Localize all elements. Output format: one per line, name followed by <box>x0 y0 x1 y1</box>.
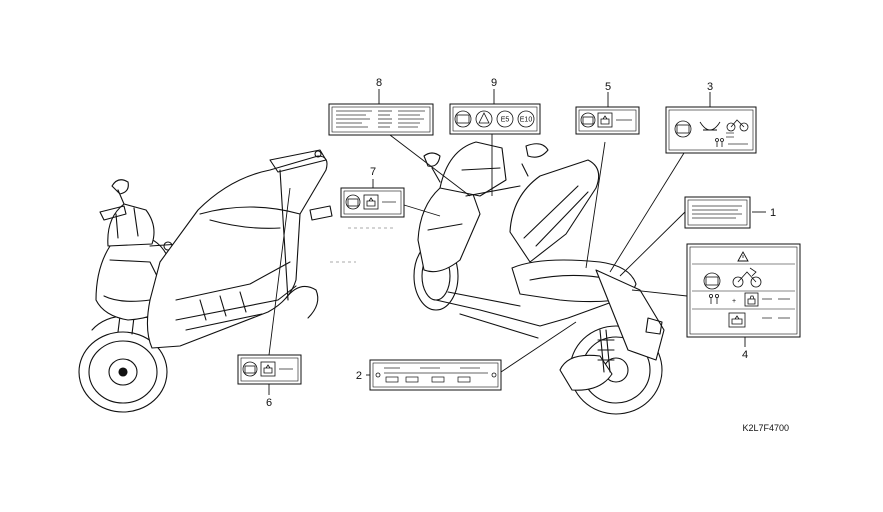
manual-book-icon <box>244 365 256 374</box>
scooter-rear-view <box>413 141 665 415</box>
battery-icon <box>263 364 273 374</box>
tire-pressure-icon <box>699 121 721 131</box>
warning-triangle-icon <box>737 251 749 262</box>
battery-icon <box>731 315 743 325</box>
manual-book-icon <box>456 114 470 124</box>
label-1-box <box>684 196 751 229</box>
label-4-box: + <box>686 243 801 338</box>
callout-3: 3 <box>707 81 713 93</box>
motorcycle-icon <box>726 119 749 132</box>
label-3-box <box>665 106 757 154</box>
reference-lines <box>330 227 396 263</box>
callout-5: 5 <box>605 81 611 93</box>
leader-lines <box>268 89 766 395</box>
callout-9: 9 <box>491 77 497 89</box>
callout-8: 8 <box>376 77 382 89</box>
manual-book-icon <box>705 276 719 286</box>
scooter-front-view <box>78 149 333 413</box>
label-7-box <box>340 187 405 218</box>
figure-code: K2L7F4700 <box>742 423 789 433</box>
rider-passenger-icon <box>709 293 720 304</box>
label-5-box <box>575 106 640 135</box>
label-8-box <box>328 103 434 136</box>
motorcycle-icon <box>732 267 762 288</box>
label-2-plate <box>369 359 502 391</box>
battery-icon <box>366 197 376 207</box>
callout-1: 1 <box>770 207 776 219</box>
fuel-warning-icon <box>478 112 490 124</box>
label-9-box: E5 E10 <box>449 103 541 135</box>
callout-2: 2 <box>356 370 362 382</box>
label9-icon-e10: E10 <box>520 117 533 124</box>
manual-book-icon <box>676 124 690 134</box>
callout-6: 6 <box>266 397 272 409</box>
callout-4: 4 <box>742 349 748 361</box>
manual-book-icon <box>347 198 359 207</box>
svg-text:+: + <box>732 298 736 305</box>
label9-icon-e5: E5 <box>501 117 510 124</box>
battery-icon <box>600 115 610 125</box>
label-6-box <box>237 354 302 385</box>
rider-passenger-icon <box>715 138 724 147</box>
manual-book-icon <box>582 116 594 125</box>
luggage-icon <box>747 295 756 305</box>
callout-7: 7 <box>370 166 376 178</box>
